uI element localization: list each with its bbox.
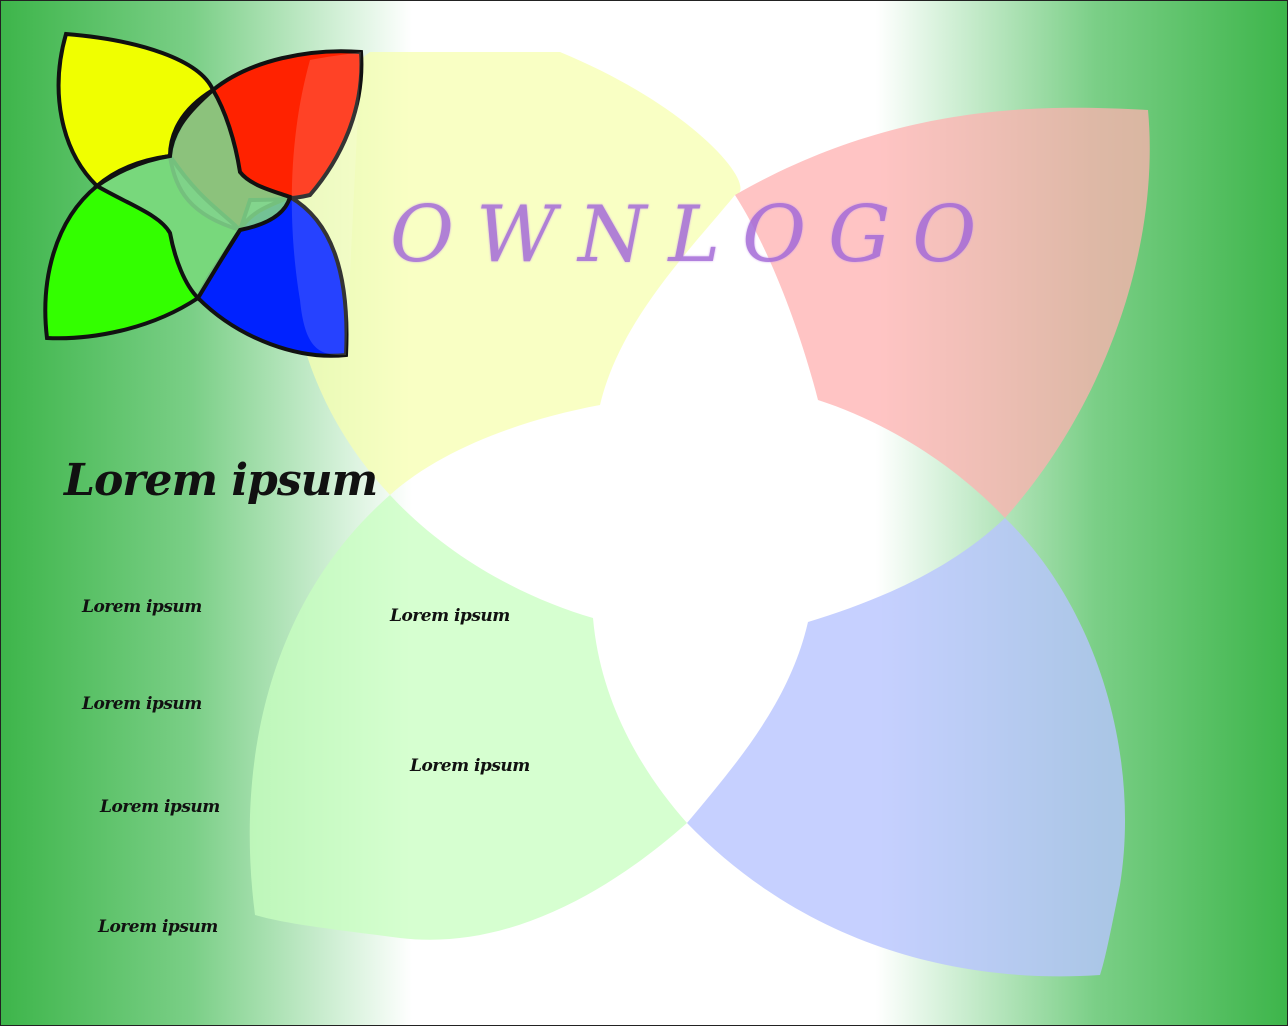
large-petal-red — [735, 107, 1150, 519]
site-logo-text: OWNLOGO — [390, 190, 999, 280]
content-link-1[interactable]: Lorem ipsum — [390, 606, 510, 626]
nav-link-1[interactable]: Lorem ipsum — [82, 597, 202, 617]
large-petal-green — [249, 495, 687, 940]
nav-link-4[interactable]: Lorem ipsum — [98, 917, 218, 937]
content-link-2[interactable]: Lorem ipsum — [410, 756, 530, 776]
large-petal-yellow — [288, 52, 741, 495]
large-petal-blue — [687, 518, 1126, 977]
nav-link-2[interactable]: Lorem ipsum — [82, 694, 202, 714]
nav-link-3[interactable]: Lorem ipsum — [100, 797, 220, 817]
center-clover-icon — [93, 86, 293, 302]
page-heading: Lorem ipsum — [64, 455, 378, 506]
logo-overlay-tint — [291, 52, 361, 356]
